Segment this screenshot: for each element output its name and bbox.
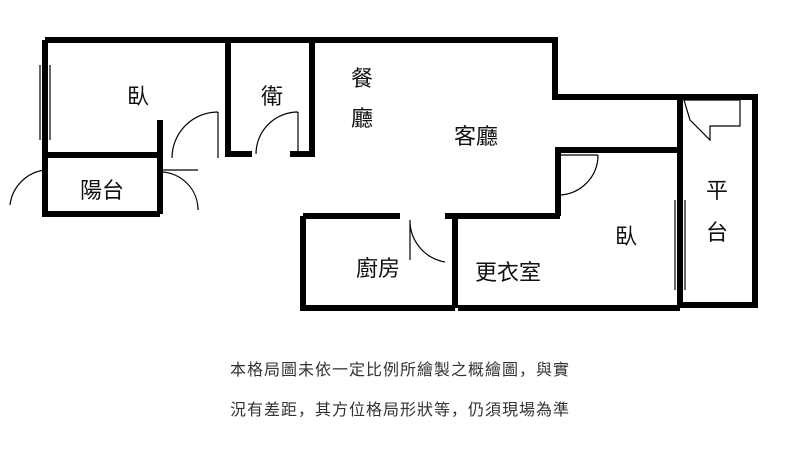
label-kitchen: 廚房 (356, 257, 400, 282)
door-bedroom (171, 111, 219, 159)
label-bedroom-top-left: 臥 (127, 85, 149, 110)
outer-wall-top (45, 37, 758, 308)
walls (42, 37, 758, 311)
label-closet: 更衣室 (475, 261, 541, 286)
kitchen-wall (303, 213, 560, 308)
label-living-room: 客廳 (454, 125, 498, 150)
bathroom-wall (225, 40, 315, 157)
door-kitchen (409, 219, 446, 263)
label-bedroom-right: 臥 (615, 225, 637, 250)
label-balcony: 陽台 (80, 179, 124, 204)
bedroom-right-wall (555, 147, 683, 308)
door-terrace (683, 99, 741, 142)
outer-wall-bottom (300, 216, 680, 311)
room-labels: 臥 衛 餐 廳 客廳 陽台 廚房 更衣室 臥 平 台 (80, 67, 728, 286)
windows (39, 65, 686, 290)
label-terrace-1: 平 (706, 179, 728, 204)
door-closet (559, 154, 599, 196)
label-bathroom: 衛 (261, 85, 283, 110)
label-dining-2: 廳 (351, 107, 373, 132)
disclaimer-line-1: 本格局圖未依一定比例所繪製之概繪圖，與實 (229, 360, 570, 379)
door-balcony (9, 169, 46, 206)
label-dining-1: 餐 (351, 67, 373, 92)
door-bathroom (255, 111, 299, 155)
door-balcony-inner (159, 169, 199, 211)
bedroom-wall (45, 120, 163, 158)
label-terrace-2: 台 (706, 221, 728, 246)
disclaimer-line-2: 況有差距，其方位格局形狀等，仍須現場為準 (229, 400, 570, 419)
doors (9, 99, 741, 263)
outer-wall-left (42, 40, 160, 217)
